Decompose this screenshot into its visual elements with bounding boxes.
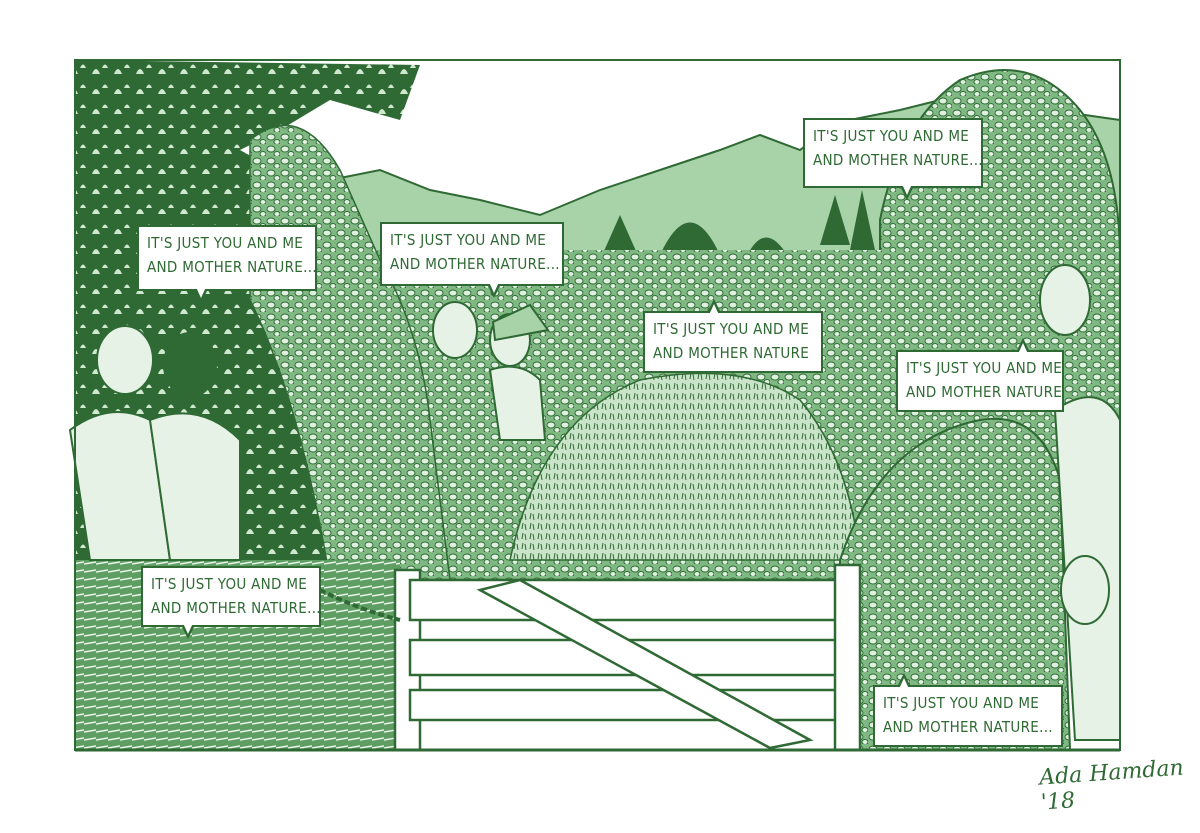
speech-bubble: It's just you and me and Mother Nature <box>643 299 823 373</box>
bubble-line: and Mother Nature... <box>151 599 321 617</box>
bubble-line: and Mother Nature... <box>390 255 560 273</box>
couple-middle <box>432 301 550 441</box>
speech-bubble: It's just you and me and Mother Nature..… <box>380 222 564 298</box>
grass-field <box>509 372 861 561</box>
bubble-line: It's just you and me <box>147 234 304 252</box>
bubble-line: and Mother Nature... <box>883 718 1053 736</box>
bubble-line: It's just you and me <box>653 320 810 338</box>
bubble-line: and Mother Nature <box>653 344 810 362</box>
gate-chain <box>319 588 401 622</box>
gate <box>393 563 862 752</box>
couple-left <box>68 325 241 561</box>
speech-bubble: It's just you and me and Mother Nature..… <box>137 225 317 303</box>
bubble-line: It's just you and me <box>813 127 970 145</box>
distant-trees <box>600 190 875 260</box>
speech-bubble: It's just you and me and Mother Nature <box>896 338 1064 412</box>
bubble-line: It's just you and me <box>151 575 308 593</box>
bubble-line: and Mother Nature <box>906 383 1063 401</box>
figures-right <box>1039 264 1121 741</box>
right-bush <box>839 417 1072 751</box>
bubble-line: and Mother Nature... <box>147 258 317 276</box>
frame <box>74 59 1121 751</box>
speech-bubble: It's just you and me and Mother Nature..… <box>803 118 983 200</box>
bubble-line: It's just you and me <box>883 694 1040 712</box>
bubble-line: It's just you and me <box>906 359 1063 377</box>
speech-bubble: It's just you and me and Mother Nature..… <box>141 566 321 639</box>
bubble-line: It's just you and me <box>390 231 547 249</box>
speech-bubble: It's just you and me and Mother Nature..… <box>873 673 1063 747</box>
bubble-line: and Mother Nature... <box>813 151 983 169</box>
